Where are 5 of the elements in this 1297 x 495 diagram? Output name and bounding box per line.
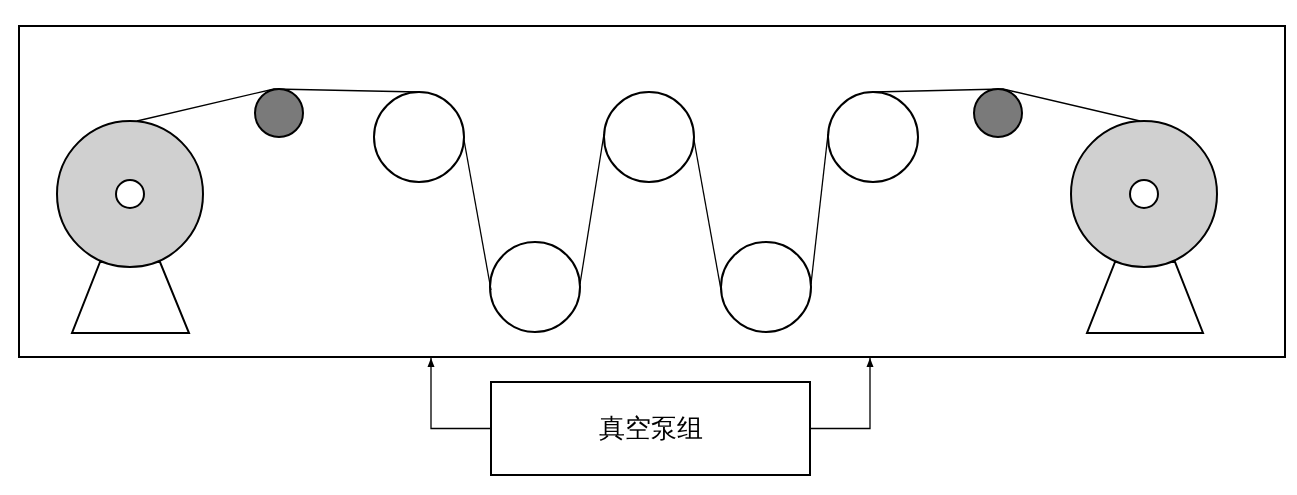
vacuum-chamber (18, 25, 1286, 358)
arrow (810, 357, 874, 430)
pump-box (490, 381, 811, 476)
arrow (427, 357, 491, 430)
node-label: 真空泵组 (598, 412, 703, 445)
